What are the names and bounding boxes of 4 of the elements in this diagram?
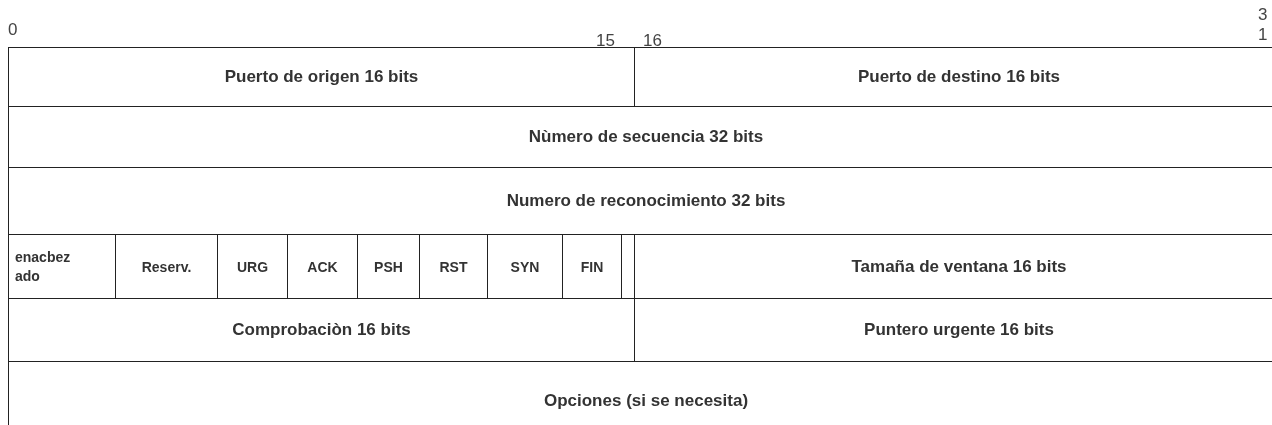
header-field: Puerto de origen 16 bits [8, 47, 635, 107]
bit-number: 31 [1258, 5, 1268, 45]
bit-number: 0 [8, 20, 19, 40]
bit-number: 16 [643, 31, 663, 51]
